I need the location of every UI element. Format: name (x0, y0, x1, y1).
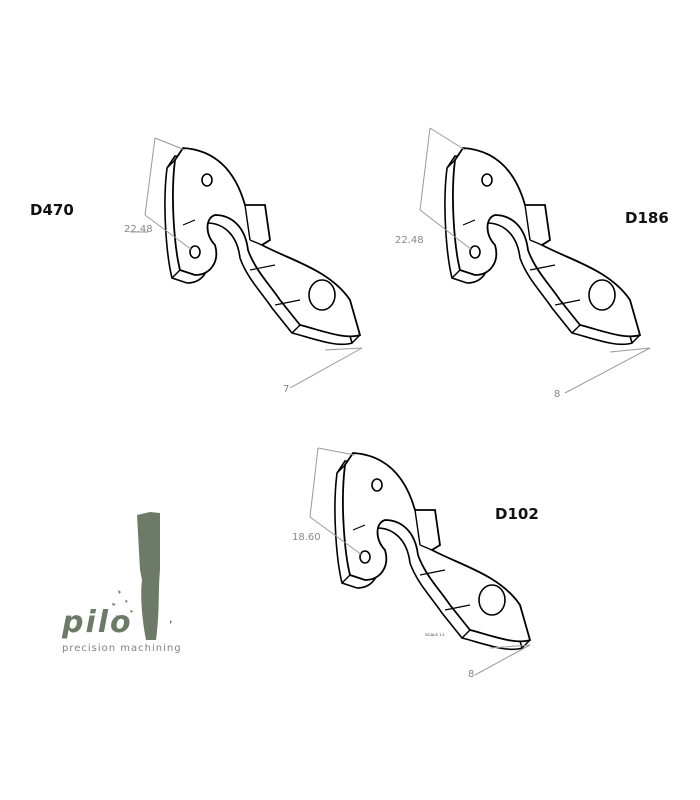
part-label-d186: D186 (625, 209, 669, 227)
part-label-d102: D102 (495, 505, 539, 523)
part-label-d470: D470 (30, 201, 74, 219)
thickness-dimension-d186: 8 (554, 389, 561, 400)
height-dimension-d186: 22.48 (395, 235, 424, 246)
dimension-lines-d102 (309, 447, 531, 676)
scale-note: SCALE 1:1 (425, 632, 445, 637)
dimension-lines-d186 (419, 127, 651, 394)
logo-tagline: precision machining (62, 643, 182, 654)
hanger-d186 (419, 127, 651, 394)
dimension-lines-d470 (130, 137, 363, 389)
thickness-dimension-d470: 7 (283, 384, 290, 395)
hanger-d470 (130, 137, 363, 389)
logo-wordmark: pilo (62, 605, 133, 640)
hanger-d102 (309, 447, 531, 676)
thickness-dimension-d102: 8 (468, 669, 475, 680)
pilo-logo-endmill (112, 512, 172, 640)
height-dimension-d470: 22.48 (124, 224, 153, 235)
height-dimension-d102: 18.60 (292, 532, 321, 543)
